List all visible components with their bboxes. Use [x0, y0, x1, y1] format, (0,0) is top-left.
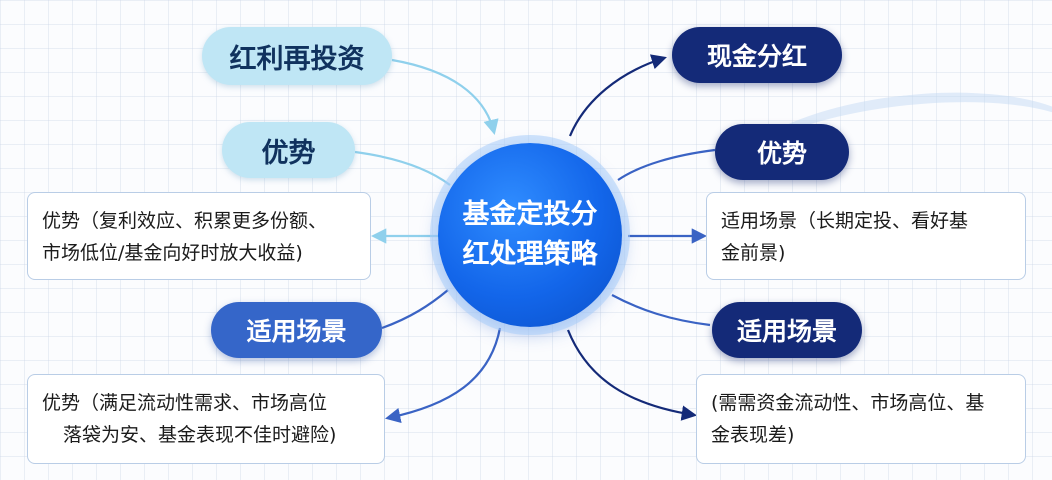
connector-right-advantage	[617, 148, 716, 181]
right-scenario-pill: 适用场景	[712, 302, 862, 358]
connector-left-scenario	[381, 289, 449, 330]
reinvest-dividend-pill: 红利再投资	[202, 27, 392, 85]
left-scenario-box: 优势（满足流动性需求、市场高位 落袋为安、基金表现不佳时避险)	[27, 374, 385, 464]
right-advantage-line-1: 适用场景（长期定投、看好基	[721, 210, 969, 232]
connector-right-scenario	[611, 294, 711, 327]
connector-left-advantage	[354, 150, 451, 186]
right-scenario-box: (需需资金流动性、市场高位、基 金表现差)	[696, 374, 1026, 464]
left-scenario-pill: 适用场景	[211, 302, 382, 358]
arrow-center-to-left-scenario-box	[384, 327, 502, 424]
left-advantage-box: 优势（复利效应、积累更多份额、 市场低位/基金向好时放大收益)	[27, 192, 371, 280]
center-topic: 基金定投分 红处理策略	[438, 143, 622, 327]
right-advantage-box: 适用场景（长期定投、看好基 金前景)	[706, 192, 1026, 280]
center-title-line-1: 基金定投分	[462, 199, 598, 230]
left-scenario-line-1: 优势（满足流动性需求、市场高位	[42, 392, 328, 414]
right-advantage-line-2: 金前景)	[721, 242, 786, 264]
cash-dividend-pill: 现金分红	[672, 27, 842, 83]
arrow-center-to-cash-dividend	[568, 54, 667, 137]
left-advantage-line-1: 优势（复利效应、积累更多份额、	[42, 210, 328, 232]
right-scenario-line-2: 金表现差)	[711, 424, 795, 446]
arrow-center-to-right-scenario-box	[566, 329, 698, 421]
right-scenario-line-1: (需需资金流动性、市场高位、基	[711, 392, 985, 414]
left-advantage-line-2: 市场低位/基金向好时放大收益)	[42, 242, 303, 264]
center-title-line-2: 红处理策略	[462, 239, 598, 270]
right-advantage-pill: 优势	[715, 124, 849, 180]
arrow-reinvest-to-center	[391, 58, 499, 135]
left-scenario-line-2: 落袋为安、基金表现不佳时避险)	[63, 424, 337, 446]
left-advantage-pill: 优势	[222, 122, 355, 178]
